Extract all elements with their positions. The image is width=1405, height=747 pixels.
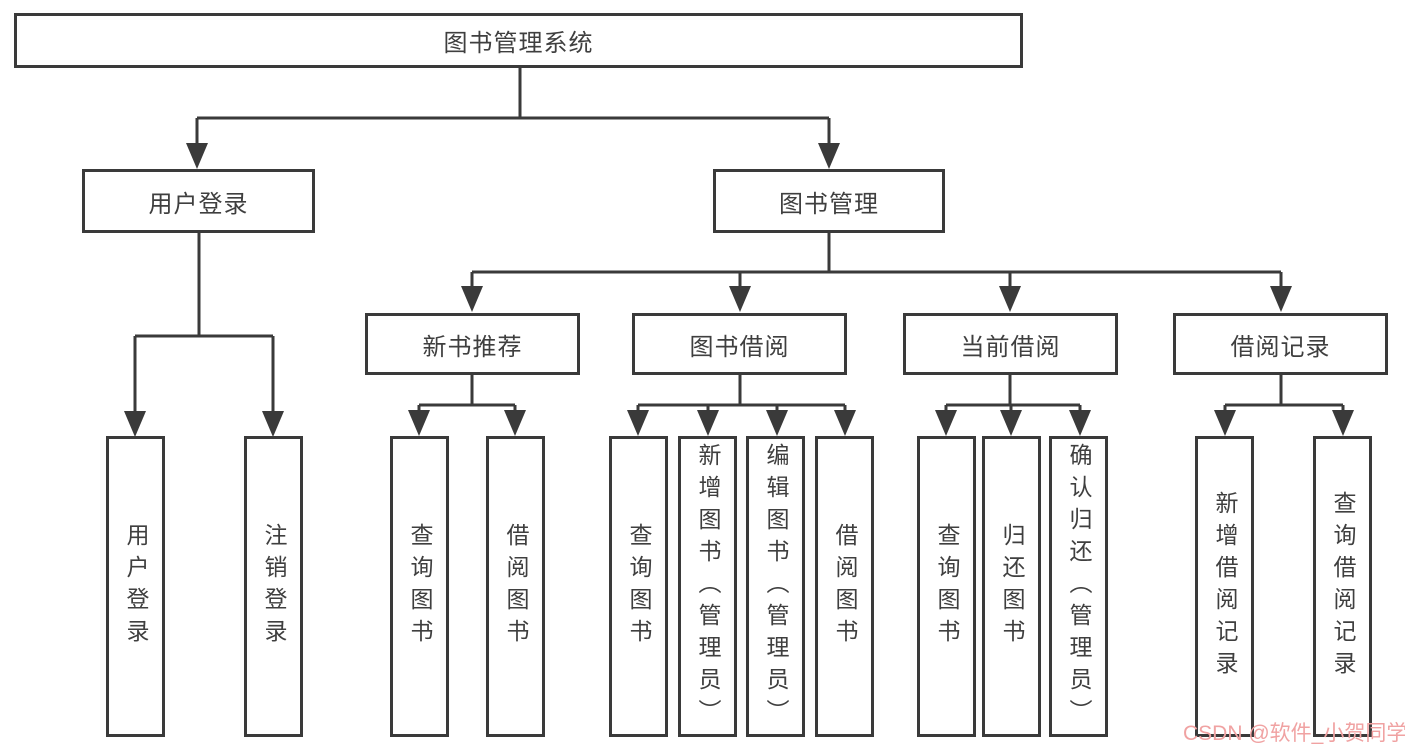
leaf-return-books-label: 归还图书 [999, 522, 1025, 651]
leaf-borrow-books: 借阅图书 [815, 436, 874, 737]
leaf-query-books-recommend: 查询图书 [390, 436, 449, 737]
node-current-borrowing-label: 当前借阅 [960, 333, 1061, 361]
connector-arrowheads [124, 143, 1354, 437]
node-book-borrowing: 图书借阅 [632, 313, 847, 375]
node-borrowing-records-label: 借阅记录 [1230, 333, 1331, 361]
node-user-login: 用户登录 [82, 169, 315, 233]
leaf-borrow-books-recommend-label: 借阅图书 [503, 522, 529, 651]
csdn-watermark: CSDN @软件_小贺同学 [1183, 722, 1405, 745]
leaf-user-login-label: 用户登录 [123, 522, 149, 651]
leaf-add-books-admin-label: 新增图书（管理员） [695, 442, 721, 731]
leaf-add-borrow-record: 新增借阅记录 [1195, 436, 1254, 737]
node-root-label: 图书管理系统 [443, 30, 594, 57]
node-new-book-recommend: 新书推荐 [365, 313, 580, 375]
node-user-login-label: 用户登录 [148, 190, 249, 218]
node-borrowing-records: 借阅记录 [1173, 313, 1388, 375]
node-book-borrowing-label: 图书借阅 [689, 333, 790, 361]
node-root-library-system: 图书管理系统 [14, 13, 1023, 68]
leaf-borrow-books-label: 借阅图书 [832, 522, 858, 651]
leaf-user-login: 用户登录 [106, 436, 165, 737]
leaf-query-books-current-label: 查询图书 [934, 522, 960, 651]
node-current-borrowing: 当前借阅 [903, 313, 1118, 375]
leaf-query-borrow-record-label: 查询借阅记录 [1330, 490, 1356, 683]
node-book-management-label: 图书管理 [779, 190, 879, 218]
leaf-edit-books-admin: 编辑图书（管理员） [746, 436, 805, 737]
leaf-logout-label: 注销登录 [261, 522, 287, 651]
leaf-confirm-return-admin-label: 确认归还（管理员） [1066, 442, 1092, 731]
leaf-confirm-return-admin: 确认归还（管理员） [1049, 436, 1108, 737]
leaf-return-books: 归还图书 [982, 436, 1041, 737]
leaf-query-books-recommend-label: 查询图书 [407, 522, 433, 651]
leaf-add-borrow-record-label: 新增借阅记录 [1212, 490, 1238, 683]
leaf-query-books-borrow: 查询图书 [609, 436, 668, 737]
leaf-query-books-current: 查询图书 [917, 436, 976, 737]
node-book-management: 图书管理 [713, 169, 945, 233]
leaf-query-borrow-record: 查询借阅记录 [1313, 436, 1372, 737]
leaf-borrow-books-recommend: 借阅图书 [486, 436, 545, 737]
leaf-edit-books-admin-label: 编辑图书（管理员） [763, 442, 789, 731]
leaf-logout: 注销登录 [244, 436, 303, 737]
leaf-add-books-admin: 新增图书（管理员） [678, 436, 737, 737]
leaf-query-books-borrow-label: 查询图书 [626, 522, 652, 651]
connector-stems [133, 68, 1345, 412]
node-new-book-recommend-label: 新书推荐 [422, 333, 523, 361]
